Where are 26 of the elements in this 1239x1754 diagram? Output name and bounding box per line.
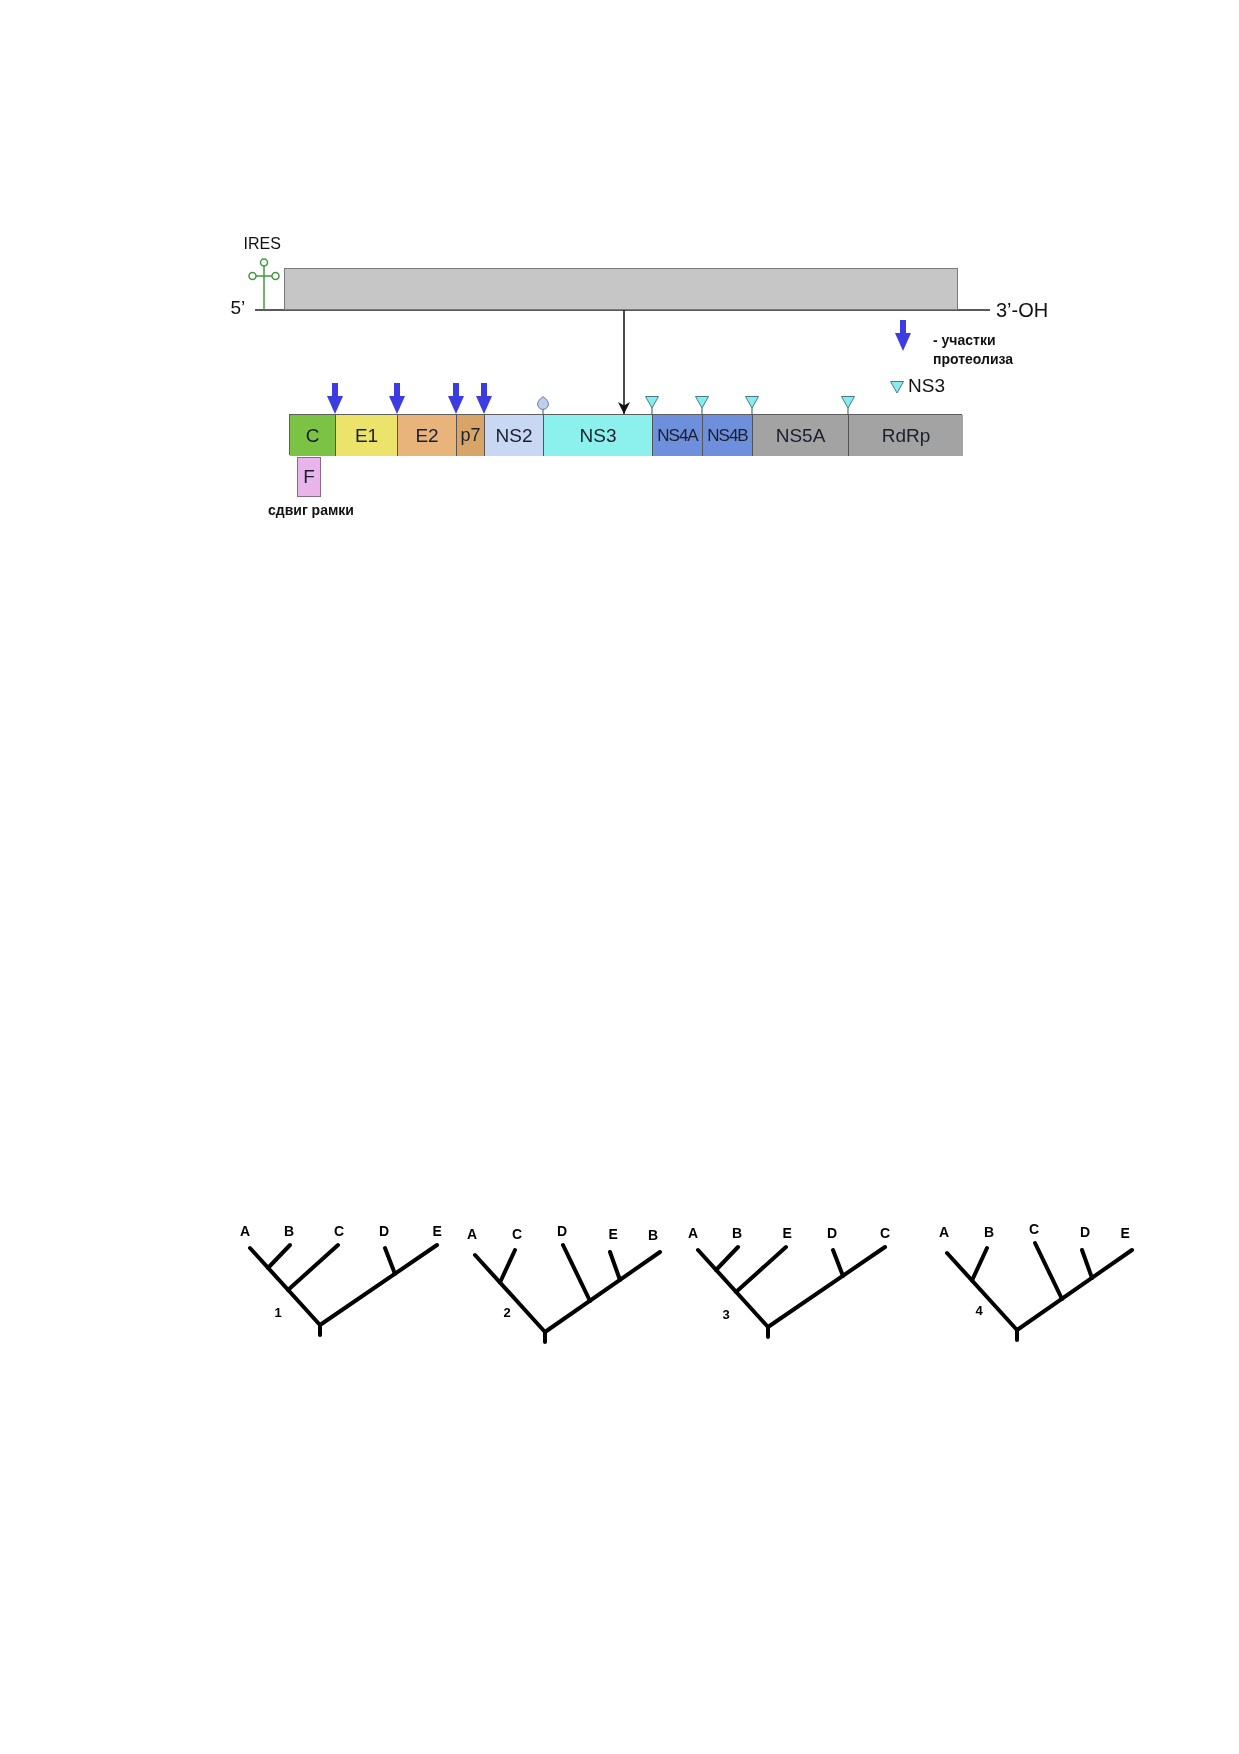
region-label: IRES — [243, 235, 281, 254]
taxon-label: E — [1120, 1225, 1130, 1242]
taxon-label: D — [557, 1223, 568, 1240]
taxon-label: D — [827, 1225, 838, 1242]
taxon-label: C — [512, 1226, 523, 1243]
taxon-label: A — [688, 1225, 699, 1242]
taxon-label: B — [284, 1223, 295, 1240]
legend-text: - участки протеолиза — [933, 331, 1015, 369]
caption-text: сдвиг рамки — [268, 502, 354, 519]
taxon-label: D — [379, 1223, 390, 1240]
taxon-label: A — [939, 1224, 950, 1241]
taxon-label: B — [732, 1225, 743, 1242]
taxon-label: E — [782, 1225, 792, 1242]
taxon-label: A — [467, 1226, 478, 1243]
taxon-label: D — [1080, 1224, 1091, 1241]
end-label: 5’ — [230, 297, 246, 319]
taxon-label: E — [432, 1223, 442, 1240]
taxon-label: C — [880, 1225, 891, 1242]
taxon-label: C — [1029, 1221, 1040, 1238]
taxon-label: E — [608, 1226, 618, 1243]
taxon-label: A — [240, 1223, 251, 1240]
legend-text: NS3 — [908, 375, 945, 397]
end-label: 3’-OH — [996, 298, 1049, 322]
taxon-label: C — [334, 1223, 345, 1240]
taxon-label: B — [648, 1227, 659, 1244]
taxon-label: B — [984, 1224, 995, 1241]
